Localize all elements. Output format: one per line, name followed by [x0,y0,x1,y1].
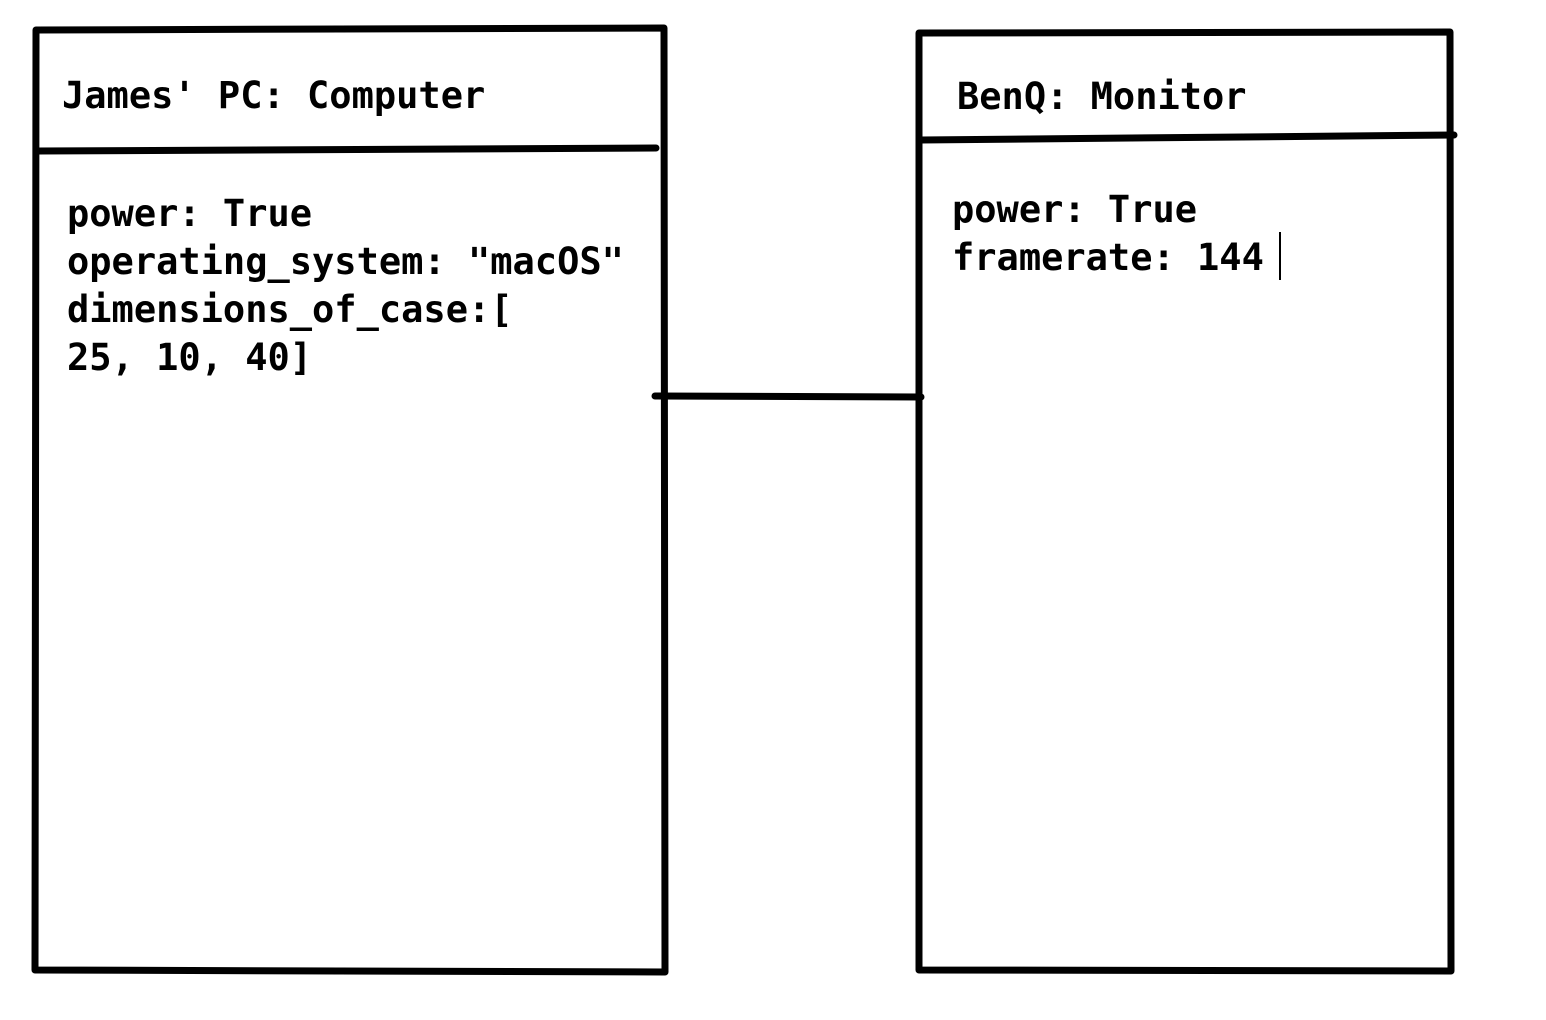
monitor-attribute-framerate[interactable]: framerate: 144 [952,236,1264,279]
monitor-object-box [915,28,1458,975]
computer-object-box [31,24,669,976]
computer-attribute-dimensions-of-case: dimensions_of_case:[ [67,288,513,331]
monitor-object-title: BenQ: Monitor [957,75,1247,118]
association-link [651,392,925,401]
computer-attribute-dimensions-values: 25, 10, 40] [67,336,313,379]
computer-attribute-power: power: True [67,192,313,235]
computer-attribute-operating-system: operating_system: "macOS" [67,240,624,283]
monitor-attribute-power: power: True [952,188,1198,231]
computer-box-outline [31,24,669,976]
monitor-box-outline [915,28,1455,975]
computer-title-divider [34,144,660,155]
computer-object-title: James' PC: Computer [62,74,486,117]
monitor-title-divider [917,131,1458,144]
text-cursor [1279,232,1281,280]
